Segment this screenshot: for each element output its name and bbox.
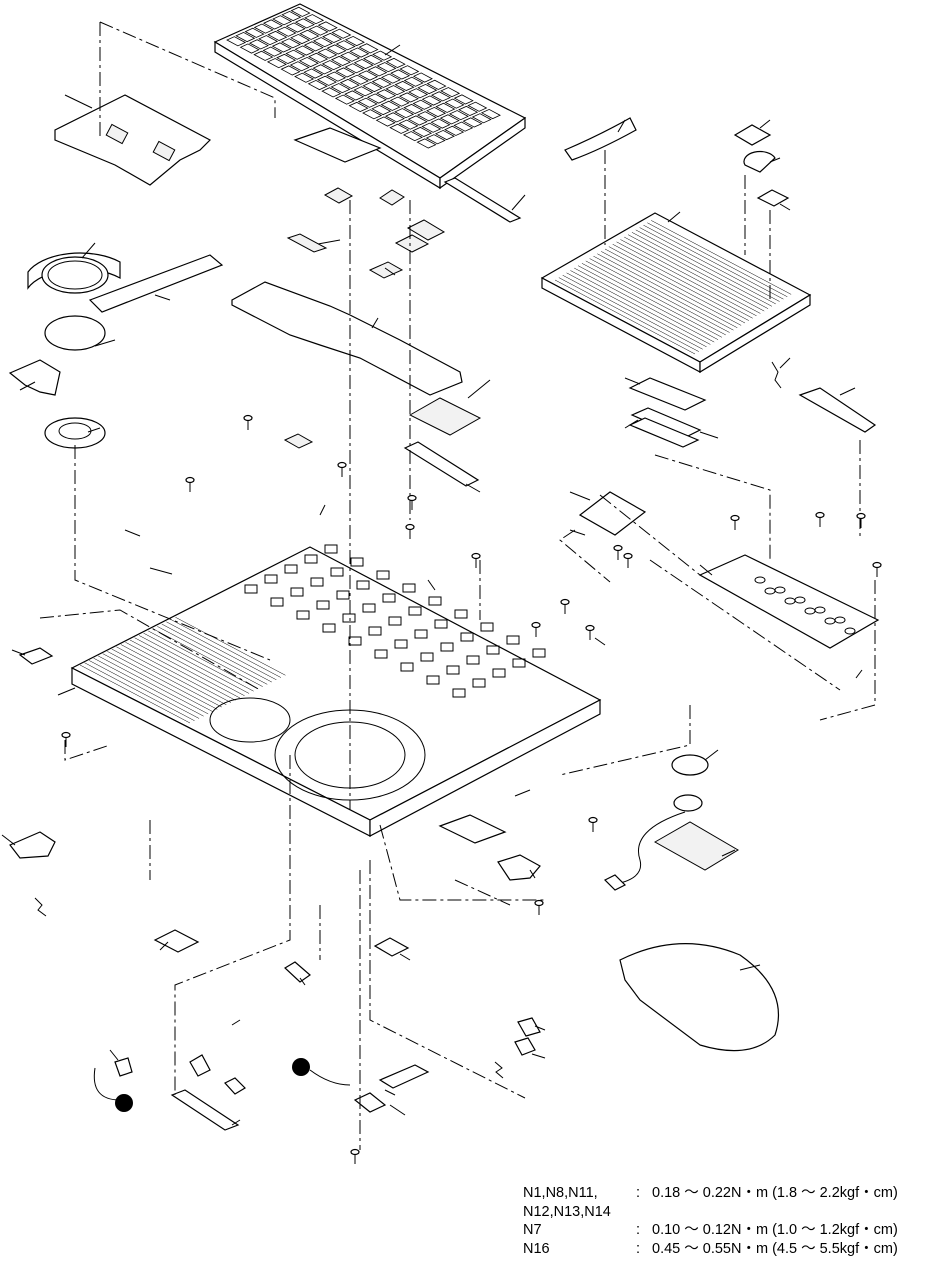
connector-block: [515, 1038, 535, 1055]
bottom-case: [72, 545, 600, 836]
antenna-connector: [115, 1058, 132, 1076]
screw: [408, 496, 416, 511]
screw: [338, 463, 346, 478]
torque-value: 0.18 ～ 0.22N・m (1.8 ～ 2.2kgf・cm): [652, 1184, 898, 1203]
small-pad: [380, 190, 404, 205]
small-pad: [288, 234, 326, 252]
screw: [186, 478, 194, 493]
bracket-part: [10, 360, 60, 395]
small-pad: [370, 262, 402, 278]
spring: [495, 1062, 503, 1078]
keyboard-strip: [445, 178, 520, 222]
screw: [244, 416, 252, 431]
screw: [351, 1150, 359, 1165]
small-pad: [325, 188, 352, 203]
screw: [731, 516, 739, 531]
small-pad: [285, 434, 312, 448]
torque-row: N16 : 0.45 ～ 0.55N・m (4.5 ～ 5.5kgf・cm): [523, 1240, 945, 1259]
latch-part: [10, 832, 55, 858]
screws: [62, 416, 881, 1165]
torque-spec-table: N1,N8,N11, : 0.18 ～ 0.22N・m (1.8 ～ 2.2kg…: [523, 1184, 945, 1258]
screw: [857, 514, 865, 529]
keyboard: [215, 4, 525, 188]
speaker: [674, 795, 702, 811]
latch-bracket: [800, 388, 875, 432]
case-cell: [507, 636, 519, 644]
torque-colon: :: [636, 1221, 652, 1240]
small-square-pad: [735, 125, 770, 145]
antenna-disc-center: [292, 1058, 310, 1076]
case-cell: [377, 571, 389, 579]
torque-colon: :: [636, 1240, 652, 1259]
torque-parts: N1,N8,N11,: [523, 1184, 636, 1203]
latch-spring: [772, 362, 781, 388]
case-cell: [351, 558, 363, 566]
case-cell: [455, 610, 467, 618]
torque-value: 0.10 ～ 0.12N・m (1.0 ～ 1.2kgf・cm): [652, 1221, 898, 1240]
case-cell: [533, 649, 545, 657]
square-pad: [375, 938, 408, 956]
torque-parts: N7: [523, 1221, 636, 1240]
screw: [873, 563, 881, 578]
speaker-connector: [605, 875, 625, 890]
tab-strip: [440, 815, 505, 843]
speaker-holder-ring: [28, 253, 120, 293]
screw: [532, 623, 540, 638]
bottom-insulation-sheet: [620, 944, 778, 1051]
torque-parts: N12,N13,N14: [523, 1203, 636, 1222]
antenna-cable-left: [94, 1068, 120, 1100]
small-board: [580, 492, 645, 535]
screw: [816, 513, 824, 528]
speaker-sheet: [655, 822, 738, 870]
center-insulation-sheet: [232, 282, 462, 395]
case-cell: [325, 545, 337, 553]
torque-row: N12,N13,N14: [523, 1203, 945, 1222]
screw: [561, 600, 569, 615]
case-cell: [429, 597, 441, 605]
antenna-disc-left: [115, 1094, 133, 1112]
torque-row: N7 : 0.10 ～ 0.12N・m (1.0 ～ 1.2kgf・cm): [523, 1221, 945, 1240]
button-board-strip: [405, 442, 478, 486]
case-cell: [481, 623, 493, 631]
screw: [535, 901, 543, 916]
torque-colon: :: [636, 1184, 652, 1203]
connector-block: [285, 962, 310, 982]
square-pad: [410, 398, 480, 435]
wireless-strip: [380, 1065, 428, 1088]
speaker-gasket: [672, 755, 708, 775]
screw: [589, 818, 597, 833]
torque-value: 0.45 ～ 0.55N・m (4.5 ～ 5.5kgf・cm): [652, 1240, 898, 1259]
round-ring-gasket: [45, 418, 105, 448]
small-clip: [190, 1055, 210, 1076]
case-cell: [403, 584, 415, 592]
screw: [614, 546, 622, 561]
screw: [406, 525, 414, 540]
torque-row: N1,N8,N11, : 0.18 ～ 0.22N・m (1.8 ～ 2.2kg…: [523, 1184, 945, 1203]
screw: [586, 626, 594, 641]
small-clip: [225, 1078, 245, 1094]
torque-parts: N16: [523, 1240, 636, 1259]
antenna-bar: [172, 1090, 238, 1130]
screw: [62, 733, 70, 748]
hinge-cover-arc: [565, 118, 636, 160]
insulation-strip: [630, 378, 705, 410]
screw: [472, 554, 480, 569]
screw: [624, 554, 632, 569]
small-rubber-foot: [20, 648, 52, 664]
keyboard-insulation-sheet: [55, 95, 210, 185]
small-square-pad: [758, 190, 788, 206]
round-sheet: [45, 316, 105, 350]
antenna-cable-center: [310, 1070, 350, 1085]
torque-colon: [636, 1203, 652, 1222]
latch-spring: [35, 898, 46, 916]
